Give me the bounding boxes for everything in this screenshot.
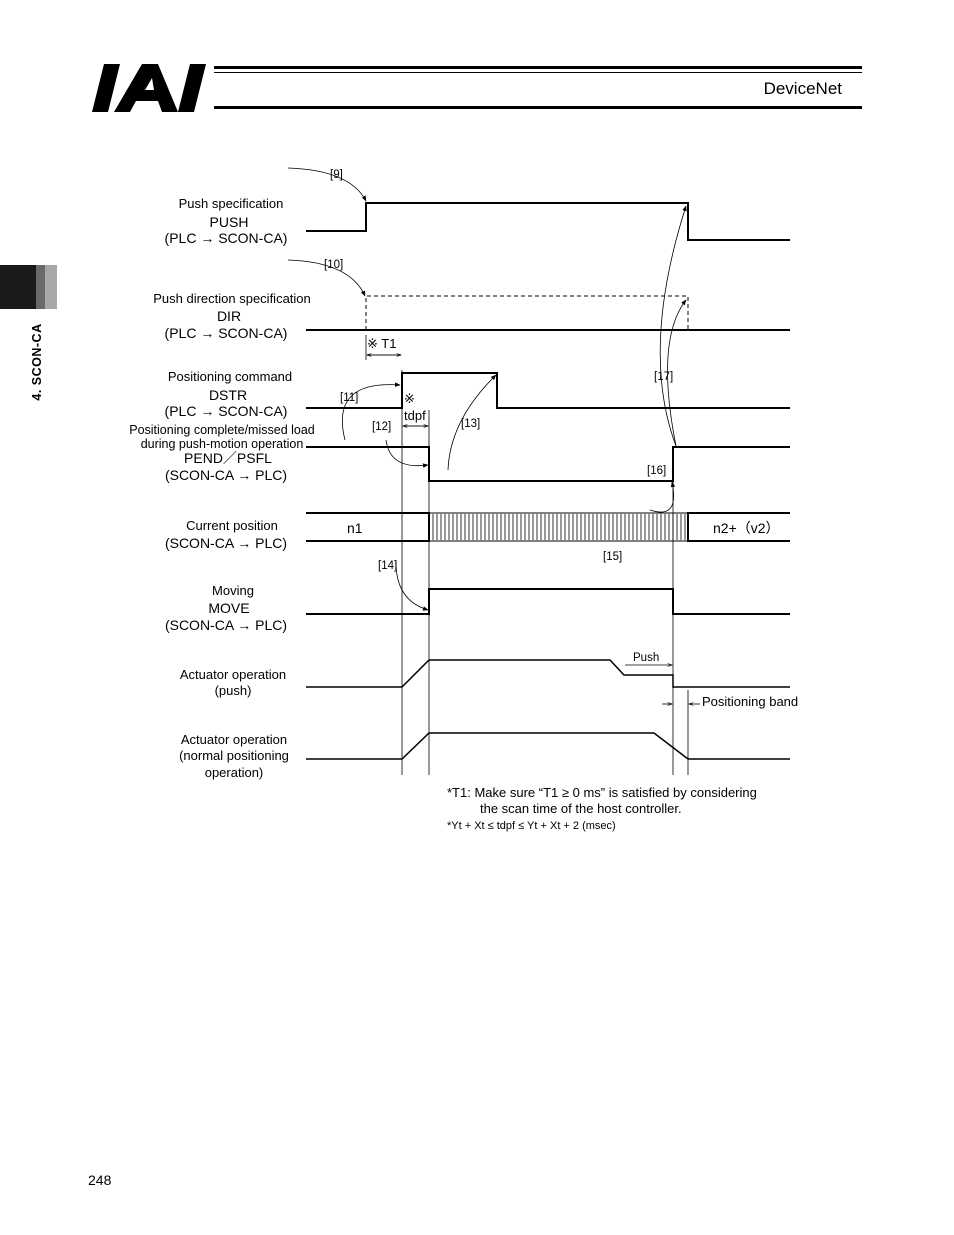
pos-waveform-top-left — [306, 512, 430, 542]
arrow-17b — [667, 299, 687, 447]
pend-waveform — [306, 446, 790, 482]
norm-op-label-3: operation) — [205, 765, 264, 780]
push-op-waveform — [306, 659, 790, 688]
push-op-label-1: Actuator operation — [180, 667, 286, 682]
marker-15: [15] — [603, 551, 622, 563]
push-waveform — [306, 202, 790, 241]
pos-label: Current position — [186, 518, 278, 533]
arrow-10 — [287, 259, 366, 297]
pos-start-value: n1 — [347, 520, 363, 536]
push-dimension-label: Push — [633, 652, 659, 664]
marker-12: [12] — [372, 421, 391, 433]
dir-dashed-level — [365, 295, 689, 330]
marker-14: [14] — [378, 560, 397, 572]
arrow-9 — [287, 167, 367, 202]
dir-spec-label: Push direction specification — [153, 291, 311, 306]
arrow-13 — [447, 374, 497, 471]
pend-name: PEND／PSFL — [184, 450, 272, 466]
dstr-waveform — [306, 372, 790, 409]
arrow-17a — [659, 205, 687, 447]
marker-17: [17] — [654, 371, 673, 383]
marker-13: [13] — [461, 418, 480, 430]
move-waveform — [306, 588, 790, 615]
marker-9: [9] — [330, 169, 343, 181]
pend-label-2: during push-motion operation — [141, 437, 304, 451]
page-title: DeviceNet — [763, 79, 842, 98]
tdpf-label: tdpf — [404, 408, 426, 423]
dstr-name: DSTR — [209, 387, 247, 403]
note-t1-line1: *T1: Make sure “T1 ≥ 0 ms” is satisfied … — [447, 785, 757, 800]
header-rule — [214, 66, 862, 109]
page-number: 248 — [88, 1172, 112, 1188]
note-tdpf: *Yt + Xt ≤ tdpf ≤ Yt + Xt + 2 (msec) — [447, 820, 616, 832]
arrow-16 — [649, 481, 676, 513]
norm-op-label-2: (normal positioning — [179, 748, 289, 763]
push-name: PUSH — [210, 214, 249, 230]
note-t1-line2: the scan time of the host controller. — [480, 801, 682, 816]
marker-10: [10] — [324, 259, 343, 271]
positioning-band-label: Positioning band — [702, 694, 798, 709]
dir-name: DIR — [217, 308, 241, 324]
arrow-14 — [395, 559, 429, 611]
dstr-label: Positioning command — [168, 369, 292, 384]
t1-label: ※ T1 — [367, 336, 396, 351]
pos-direction: (SCON-CA → PLC) — [165, 535, 287, 551]
marker-11: [11] — [340, 392, 358, 404]
move-label: Moving — [212, 583, 254, 598]
iai-logo — [92, 64, 206, 112]
push-spec-label: Push specification — [179, 196, 284, 211]
arrow-12 — [385, 439, 429, 468]
arrow-11 — [341, 382, 401, 441]
pend-direction: (SCON-CA → PLC) — [165, 467, 287, 483]
tdpf-mark: ※ — [404, 391, 415, 406]
norm-op-label-1: Actuator operation — [181, 732, 287, 747]
move-name: MOVE — [208, 600, 249, 616]
pos-end-value: n2+（v2） — [713, 520, 780, 536]
pend-label-1: Positioning complete/missed load — [129, 423, 315, 437]
dir-direction: (PLC → SCON-CA) — [165, 325, 288, 341]
chapter-tab — [0, 265, 57, 309]
push-direction: (PLC → SCON-CA) — [165, 230, 288, 246]
push-op-label-2: (push) — [215, 683, 252, 698]
dstr-direction: (PLC → SCON-CA) — [165, 403, 288, 419]
norm-op-waveform — [306, 732, 790, 760]
move-direction: (SCON-CA → PLC) — [165, 617, 287, 633]
marker-16: [16] — [647, 465, 666, 477]
position-hatching — [432, 514, 686, 540]
pos-waveform-right — [687, 512, 790, 542]
